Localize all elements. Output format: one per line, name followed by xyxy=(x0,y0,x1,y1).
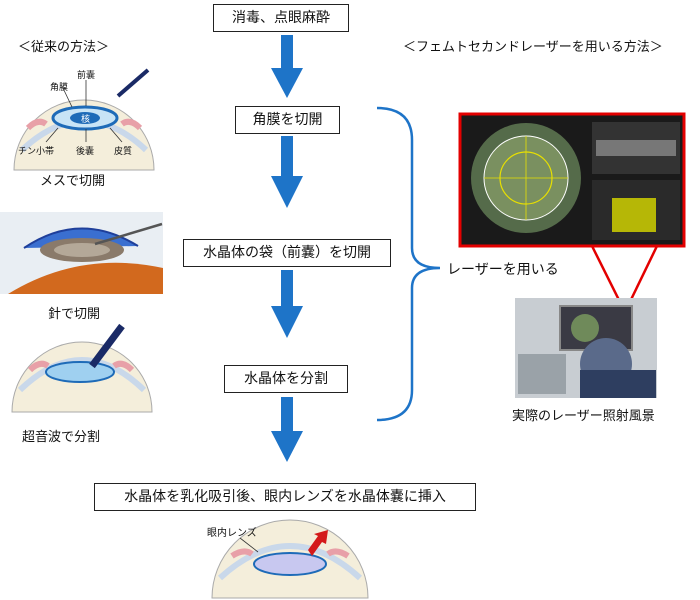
label-cortex: 皮質 xyxy=(114,147,133,157)
label-anterior-capsule: 前嚢 xyxy=(77,71,96,81)
flow-arrow-1 xyxy=(271,35,303,98)
laser-use-label: レーザーを用いる xyxy=(447,262,559,278)
step-box-corneal-incision: 角膜を切開 xyxy=(235,106,340,134)
eye-diagram-needle xyxy=(0,212,163,294)
iol-label: 眼内レンズ xyxy=(207,528,257,539)
eye-diagram-iol xyxy=(211,519,369,599)
step-box-iol-insertion: 水晶体を乳化吸引後、眼内レンズを水晶体嚢に挿入 xyxy=(94,483,476,511)
laser-steps-brace xyxy=(376,106,441,422)
eye-diagram-knife xyxy=(13,68,155,171)
step-box-capsulotomy: 水晶体の袋（前嚢）を切開 xyxy=(183,239,391,267)
flow-arrow-4 xyxy=(271,397,303,462)
step-box-lens-fragmentation: 水晶体を分割 xyxy=(224,365,348,393)
caption-needle-incision: 針で切開 xyxy=(48,307,101,322)
label-zonule: チン小帯 xyxy=(18,147,55,157)
flow-arrow-2 xyxy=(271,136,303,208)
step-box-disinfection: 消毒、点眼麻酔 xyxy=(213,4,349,32)
flow-arrow-3 xyxy=(271,270,303,338)
laser-ui-screenshot xyxy=(458,112,686,248)
laser-photo-caption: 実際のレーザー照射風景 xyxy=(512,409,655,424)
label-cornea: 角膜 xyxy=(50,83,69,93)
label-posterior-capsule: 後嚢 xyxy=(76,147,95,157)
traditional-method-header: ＜従来の方法＞ xyxy=(18,40,110,55)
caption-ultrasound-fragmentation: 超音波で分割 xyxy=(22,430,101,445)
label-nucleus: 核 xyxy=(81,115,91,125)
laser-procedure-photo xyxy=(515,298,657,398)
eye-diagram-ultrasound xyxy=(11,323,153,413)
caption-knife-incision: メスで切開 xyxy=(40,174,106,189)
laser-method-header: ＜フェムトセカンドレーザーを用いる方法＞ xyxy=(403,40,663,55)
